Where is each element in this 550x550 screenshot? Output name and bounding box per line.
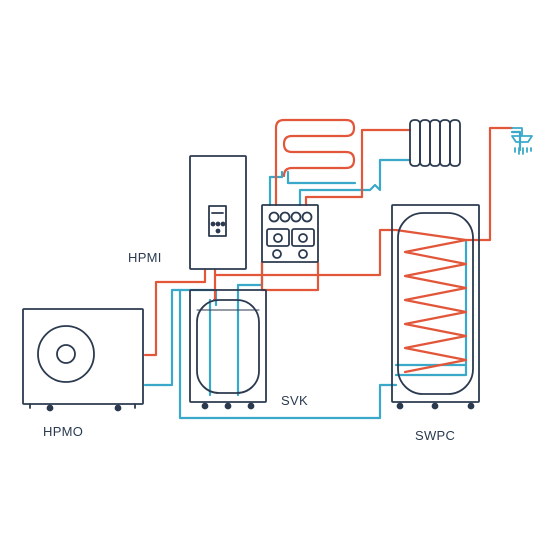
pipe-return-loop-bottom bbox=[178, 288, 398, 420]
units bbox=[22, 119, 480, 412]
radiator-icon bbox=[409, 119, 461, 167]
swpc-tank bbox=[391, 204, 480, 410]
pump-right bbox=[291, 228, 315, 247]
hpmo-foot-right bbox=[114, 404, 122, 412]
pipe-shower-hot bbox=[464, 126, 514, 242]
swpc-heating-coil bbox=[394, 228, 468, 374]
gauge-1 bbox=[268, 211, 280, 223]
svk-label: SVK bbox=[281, 393, 308, 408]
gauge-4 bbox=[301, 211, 313, 223]
hot-pipes bbox=[143, 118, 514, 374]
svk-tank bbox=[189, 289, 267, 410]
pipe-shower-cold bbox=[394, 238, 468, 377]
fan-icon bbox=[37, 325, 95, 383]
hpmi-control-panel bbox=[208, 205, 227, 237]
gauge-2 bbox=[279, 211, 291, 223]
hpmi-label: HPMI bbox=[128, 250, 162, 265]
valve-group bbox=[261, 204, 319, 263]
hpmo-foot-left bbox=[46, 404, 54, 412]
pipe-hot-to-swpc bbox=[213, 228, 397, 277]
hpmi-unit bbox=[189, 155, 247, 270]
pipe-coil-cold bbox=[286, 170, 357, 185]
pipe-radiator-hot bbox=[304, 128, 412, 207]
floor-heating-coil bbox=[274, 118, 356, 207]
pipe-hpmo-supply bbox=[143, 268, 207, 357]
pipe-shower-tap bbox=[510, 130, 522, 152]
gauge-3 bbox=[290, 211, 302, 223]
pump-left bbox=[266, 228, 290, 247]
pipe-radiator-cold bbox=[298, 158, 412, 207]
swpc-label: SWPC bbox=[415, 428, 456, 443]
hpmo-unit bbox=[22, 308, 144, 412]
shower-icon bbox=[511, 127, 533, 155]
pipe-svk-cold-top bbox=[236, 260, 264, 287]
hpmo-label: HPMO bbox=[43, 424, 84, 439]
